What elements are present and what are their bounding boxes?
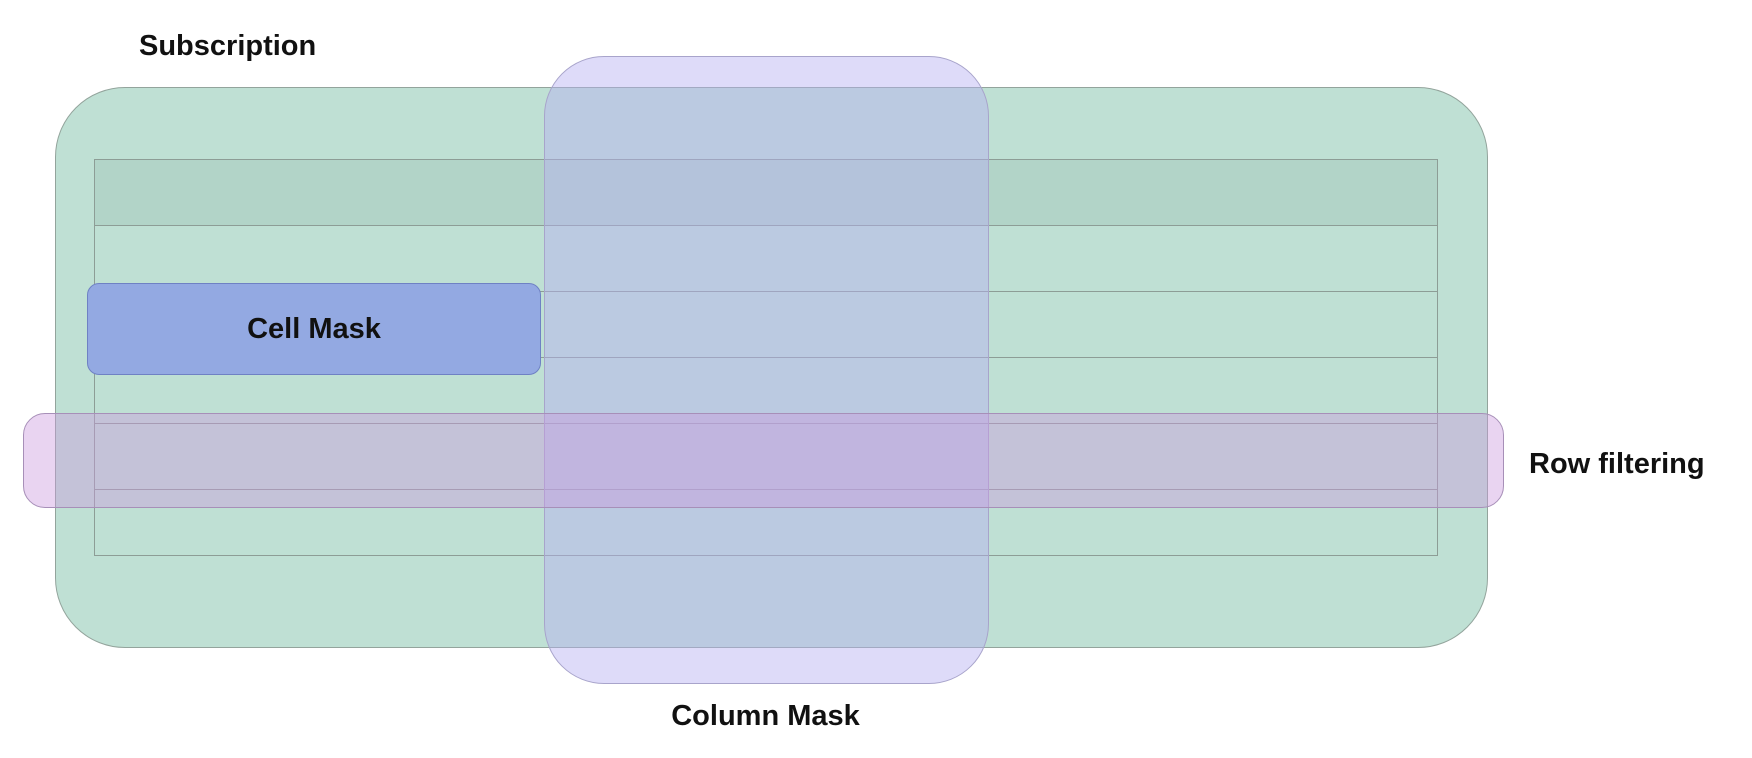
table-header-row [95,160,1437,226]
row-filtering-label: Row filtering [1529,448,1705,480]
column-mask-region [544,56,989,684]
row-filter-region [23,413,1504,508]
data-table [94,159,1438,556]
cell-mask-label: Cell Mask [247,312,381,345]
table-row [95,358,1437,424]
table-row [95,292,1437,358]
cell-mask-region: Cell Mask [87,283,541,375]
table-row [95,226,1437,292]
subscription-label: Subscription [139,30,317,62]
table-row [95,424,1437,490]
column-mask-label: Column Mask [671,700,860,732]
